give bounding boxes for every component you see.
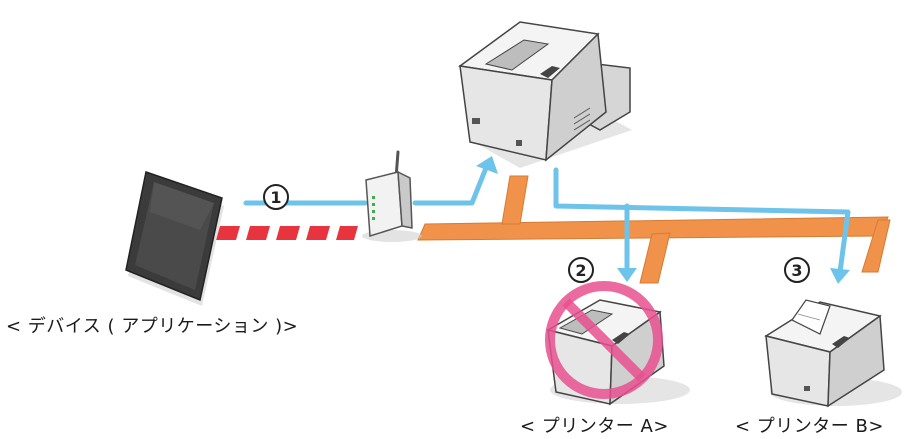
data-flow-arrowheads (476, 156, 850, 284)
step-marker-1: 1 (263, 184, 289, 210)
tablet-icon (125, 171, 224, 306)
printer-a-label: < プリンター A> (520, 416, 669, 437)
data-flow-lines (243, 165, 851, 275)
wired-lan-line (417, 175, 891, 284)
step-marker-3: 3 (784, 257, 810, 283)
step-marker-2-number: 2 (575, 261, 586, 280)
main-printer-icon (458, 21, 632, 168)
prohibited-icon (545, 281, 663, 399)
printer-b-icon (764, 299, 902, 408)
printer-b-label: < プリンター B> (735, 416, 884, 437)
step-marker-3-number: 3 (791, 261, 802, 280)
wireless-link (216, 226, 358, 240)
printer-a-icon (546, 299, 690, 406)
step-marker-2: 2 (568, 257, 594, 283)
wireless-router-icon (362, 150, 422, 242)
step-marker-1-number: 1 (270, 188, 281, 207)
device-label: < デバイス ( アプリケーション )> (6, 316, 299, 337)
